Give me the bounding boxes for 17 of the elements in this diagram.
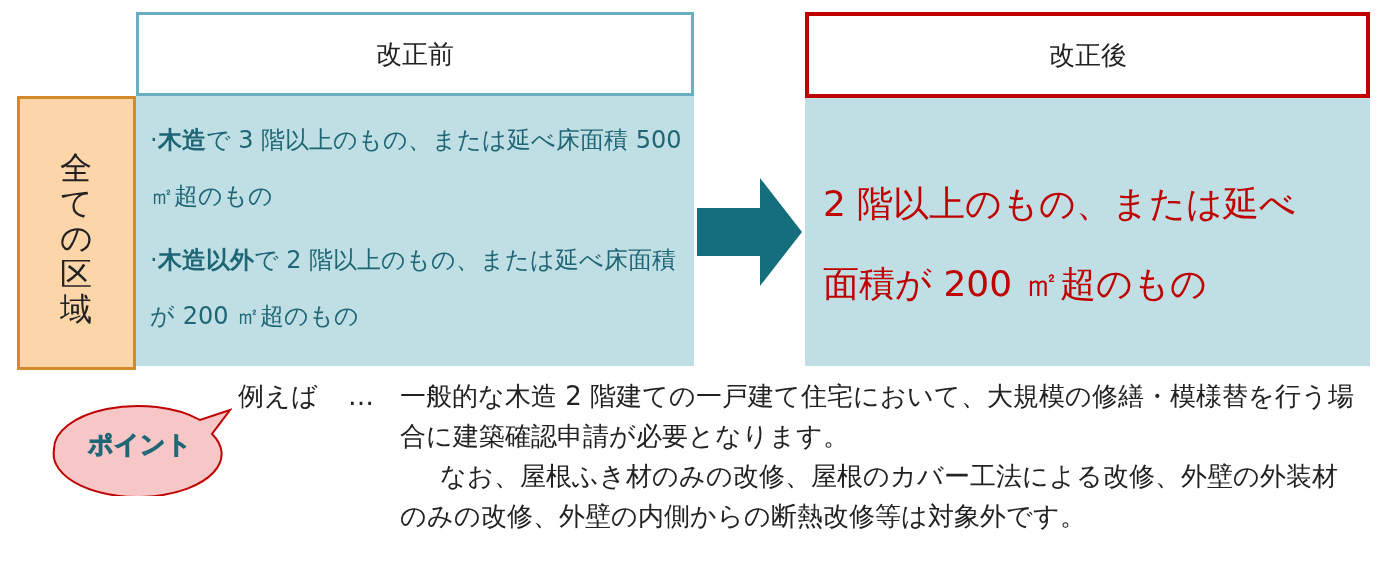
header-box (805, 12, 1370, 98)
condition-text: 2 階以上のもの、または延べ面積が 200 ㎡超のもの (823, 182, 1298, 306)
header-text: 改正後 (1047, 39, 1128, 72)
condition-text: ·木造で 3 階以上のもの、または延べ床面積 500 ㎡超のもの (150, 125, 683, 212)
block-arrow (697, 178, 802, 286)
bubble-label: ポイント (88, 429, 192, 461)
content-panel (805, 98, 1370, 366)
note-text: … (348, 380, 375, 413)
category-box (17, 96, 136, 370)
note-paragraph: 一般的な木造 2 階建ての一戸建て住宅において、大規模の修繕・模様替を行う場合に建築確認申請が必要となります。 (400, 380, 1356, 453)
vertical-label: 全ての区域 (60, 151, 92, 327)
content-panel (136, 96, 694, 366)
header-box (136, 12, 694, 96)
note-text: 例えば (238, 380, 319, 413)
condition-text: ·木造以外で 2 階以上のもの、または延べ床面積が 200 ㎡超のもの (150, 245, 678, 332)
note-paragraph: なお、屋根ふき材のみの改修、屋根のカバー工法による改修、外壁の外装材のみの改修、外壁の内側からの断熱改修等は対象外です。 (400, 460, 1339, 533)
header-text: 改正前 (375, 38, 455, 71)
